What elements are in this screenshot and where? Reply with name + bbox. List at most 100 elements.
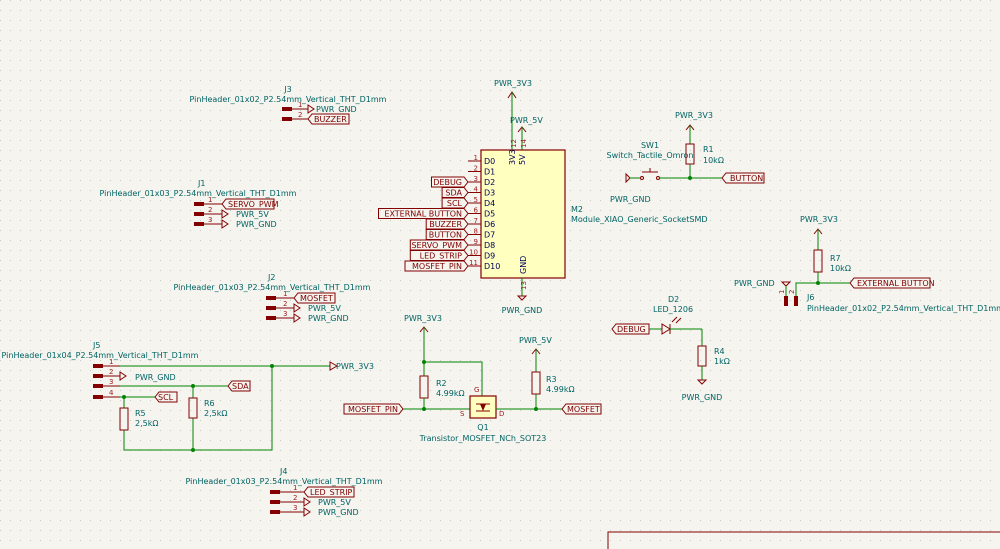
q1-pin-g: G [474, 386, 479, 394]
m2-net-label: SCL [447, 199, 463, 208]
m2-pin-name: D7 [484, 231, 495, 240]
m2-net-label: SDA [445, 189, 462, 198]
j4-pin1-num: 1 [293, 484, 297, 492]
sw1-value: Switch_Tactile_Omron [607, 151, 694, 160]
m2-pin12-num: 12 [510, 139, 518, 148]
j1-value: PinHeader_01x03_P2.54mm_Vertical_THT_D1m… [100, 189, 297, 198]
j1-gnd-label: PWR_GND [236, 220, 277, 229]
j5-ref: J5 [92, 341, 100, 350]
switch-sw1[interactable]: SW1 Switch_Tactile_Omron PWR_GND BUTTON [607, 141, 765, 204]
m2-pin-name: D1 [484, 168, 495, 177]
m2-pin-num: 6 [474, 207, 479, 215]
r2-value: 4.99kΩ [436, 389, 465, 398]
r3-power-label: PWR_5V [519, 336, 552, 345]
connector-j2[interactable]: J2 PinHeader_01x03_P2.54mm_Vertical_THT_… [174, 273, 371, 323]
j2-pin3-num: 3 [283, 310, 287, 318]
j2-mosfet-label: MOSFET [300, 294, 333, 303]
j3-pin2-marker [282, 117, 292, 121]
resistor-r6[interactable]: R6 2,5kΩ [188, 397, 227, 419]
m2-net-label-box [404, 260, 469, 272]
j6-ext-button-label: EXTERNAL BUTTON [857, 279, 935, 288]
r2-power-label: PWR_3V3 [404, 314, 442, 323]
connector-j1[interactable]: J1 PinHeader_01x03_P2.54mm_Vertical_THT_… [100, 179, 297, 229]
resistor-r5[interactable]: R5 2,5kΩ [119, 407, 158, 431]
m2-pin14-num: 14 [520, 139, 528, 148]
r1-ref: R1 [703, 145, 714, 154]
m2-pin-num: 7 [474, 217, 478, 225]
resistor-r1[interactable]: PWR_3V3 R1 10kΩ [675, 111, 724, 178]
m2-net-label-box [431, 176, 469, 188]
j1-ref: J1 [197, 179, 205, 188]
j4-value: PinHeader_01x03_P2.54mm_Vertical_THT_D1m… [186, 477, 383, 486]
d2-ref: D2 [668, 295, 679, 304]
m2-pin-name: D0 [484, 157, 495, 166]
j5-sda-label: SDA [232, 382, 249, 391]
j2-ref: J2 [267, 273, 275, 282]
m2-pin-num: 1 [474, 154, 478, 162]
j5-pin2-num: 2 [109, 368, 113, 376]
j5-pin3-num: 3 [109, 378, 113, 386]
m2-pin-name: D10 [484, 262, 500, 271]
j4-ref: J4 [279, 467, 287, 476]
j2-value: PinHeader_01x03_P2.54mm_Vertical_THT_D1m… [174, 283, 371, 292]
m2-pin-5v: 5V [518, 154, 527, 165]
q1-ref: Q1 [477, 423, 488, 432]
module-m2[interactable]: PWR_3V3 PWR_5V 12 14 3V3 5V GND 13 PWR_G… [378, 79, 708, 315]
m2-net-label: LED_STRIP [420, 252, 463, 261]
m2-pin-num: 8 [474, 228, 478, 236]
r7-power-label: PWR_3V3 [800, 215, 838, 224]
j3-buzzer-label-box [307, 113, 350, 125]
resistor-r2[interactable]: PWR_3V3 R2 4.99kΩ [404, 314, 465, 409]
connector-j3[interactable]: J3 PinHeader_01x02_P2.54mm_Vertical_THT_… [190, 85, 387, 125]
title-block-border [607, 531, 1000, 549]
j4-gnd-label: PWR_GND [318, 508, 359, 517]
j6-pin2-num: 2 [788, 290, 796, 294]
j4-ledstrip-label: LED_STRIP [310, 488, 353, 497]
m2-body [480, 149, 566, 279]
resistor-r3[interactable]: PWR_5V R3 4.99kΩ [519, 336, 575, 409]
j3-pin1-num: 1 [298, 101, 302, 109]
r4-value: 1kΩ [714, 357, 730, 366]
led-d2[interactable]: D2 LED_1206 DEBUG [611, 295, 702, 335]
resistor-r4[interactable]: R4 1kΩ PWR_GND [682, 329, 730, 402]
connector-j6[interactable]: EXTERNAL BUTTON PWR_GND 1 2 J6 PinHeader… [734, 277, 1000, 313]
r5-ref: R5 [135, 409, 146, 418]
m2-pin-name: D5 [484, 210, 495, 219]
j3-pin2-num: 2 [298, 111, 302, 119]
r1-power-label: PWR_3V3 [675, 111, 713, 120]
j5-value: PinHeader_01x04_P2.54mm_Vertical_THT_D1m… [2, 351, 199, 360]
d2-debug-label: DEBUG [617, 325, 646, 334]
m2-net-label: SERVO_PWM [411, 241, 462, 250]
connector-j4[interactable]: J4 PinHeader_01x03_P2.54mm_Vertical_THT_… [186, 467, 383, 517]
m2-net-label: MOSFET_PIN [412, 262, 462, 271]
j5-pin1-num: 1 [109, 358, 113, 366]
m2-net-label-box [441, 197, 469, 209]
m2-pin13-num: 13 [520, 281, 528, 290]
resistor-r7[interactable]: PWR_3V3 R7 10kΩ [800, 215, 851, 283]
r3-ref: R3 [546, 375, 557, 384]
r1-value: 10kΩ [703, 156, 724, 165]
j3-buzzer-label: BUZZER [314, 115, 347, 124]
j4-pin2-num: 2 [293, 494, 297, 502]
r6-value: 2,5kΩ [204, 409, 227, 418]
m2-pin-name: D3 [484, 189, 495, 198]
j5-scl-label: SCL [158, 393, 174, 402]
j3-ref: J3 [283, 85, 291, 94]
connector-j5[interactable]: J5 PinHeader_01x04_P2.54mm_Vertical_THT_… [2, 341, 374, 452]
transistor-q1[interactable]: MOSFET_PIN G S D MOSFET Q1 Transistor_MO… [343, 360, 602, 443]
m2-pin-name: D8 [484, 241, 495, 250]
j2-gnd-label: PWR_GND [308, 314, 349, 323]
q1-mosfet-label: MOSFET [567, 405, 600, 414]
j1-5v-label: PWR_5V [236, 210, 269, 219]
m2-pin-name: D6 [484, 220, 495, 229]
j5-pin4-num: 4 [109, 389, 114, 397]
m2-gnd-label: PWR_GND [502, 306, 543, 315]
m2-ref: M2 [571, 205, 583, 214]
m2-net-label-box [425, 229, 469, 240]
m2-pin-name: D2 [484, 178, 495, 187]
m2-net-label-box [441, 187, 469, 198]
m2-pin-name: D4 [484, 199, 495, 208]
j5-3v3-label: PWR_3V3 [336, 362, 374, 371]
q1-pin-d: D [499, 410, 504, 418]
